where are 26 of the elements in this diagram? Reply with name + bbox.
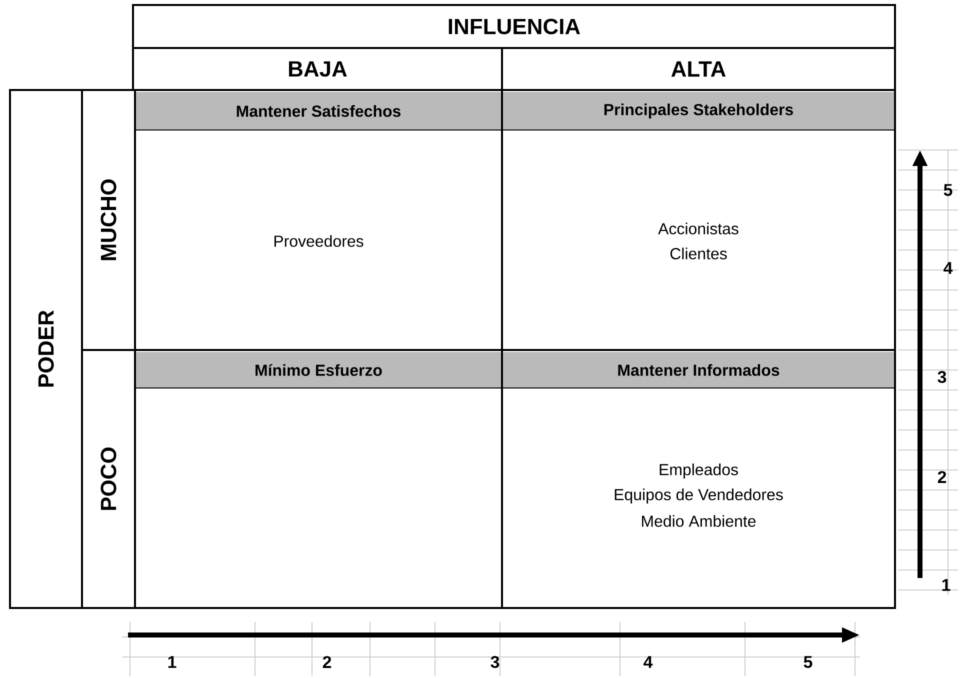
row-header-cell: MUCHO: [81, 89, 136, 351]
row-header-cell: POCO: [81, 349, 136, 609]
header-cell: INFLUENCIA: [132, 4, 896, 49]
quadrant-heading: Mantener Informados: [618, 364, 780, 376]
header-cell: ALTA: [501, 47, 896, 91]
stakeholder-name: Accionistas: [658, 222, 738, 234]
axis-number: 4: [644, 656, 653, 668]
quadrant-heading: Principales Stakeholders: [604, 104, 793, 118]
stakeholder-name: Equipos de Vendedores: [614, 488, 783, 504]
quadrant-heading: Mínimo Esfuerzo: [256, 364, 382, 376]
axis-number: 1: [942, 579, 950, 591]
axis-number: 3: [490, 656, 500, 668]
axis-number: 5: [944, 184, 952, 196]
axis-number: 4: [944, 262, 953, 274]
stakeholder-name: Clientes: [670, 248, 727, 260]
stakeholder-name: Medio Ambiente: [642, 515, 756, 527]
stakeholder-name: Empleados: [660, 464, 738, 478]
row-header-cell: PODER: [9, 89, 83, 609]
axis-number: 5: [804, 656, 812, 668]
axis-number: 3: [938, 370, 946, 384]
header-cell: BAJA: [132, 47, 503, 91]
quadrant-heading: Mantener Satisfechos: [236, 105, 400, 117]
stakeholder-name: Proveedores: [274, 235, 364, 247]
axis-number: 2: [322, 656, 332, 668]
axis-number: 2: [938, 471, 946, 483]
axis-number: 1: [168, 656, 176, 668]
